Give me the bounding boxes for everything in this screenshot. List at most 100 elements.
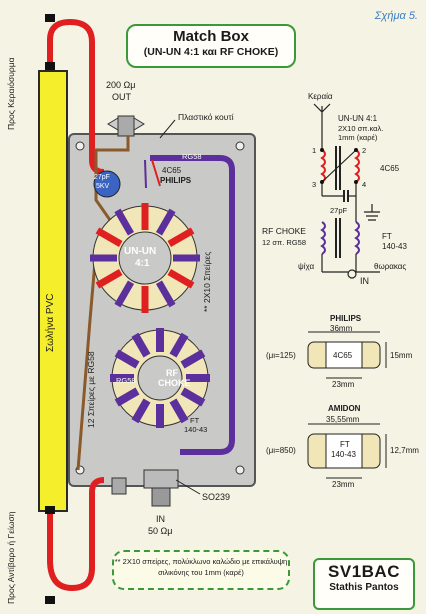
so239-pointer [175,479,201,495]
pvc-pipe [38,70,68,512]
turns-2x10-label: ** 2Χ10 Σπείρες [202,251,212,312]
signature-box: SV1BAC Stathis Pantos [313,558,415,610]
brown-wire [94,136,130,221]
unun-label: UN-UN [124,246,157,257]
amidon-od: 35,55mm [326,415,360,424]
schematic-choke-label: RF CHOKE [262,226,306,236]
so239-body [151,487,171,507]
choke-toroid-hole [137,355,183,401]
antenna-icon [313,103,331,122]
out-terminal [117,115,135,137]
schematic [313,103,380,279]
in-label: IN [156,514,165,524]
connector-icon [347,269,357,279]
capacitor-value-label: 27pF [94,174,110,181]
rf-choke-label-2: CHOKE [158,378,191,388]
wire-clamp-mid [45,62,55,70]
schematic-ft-value: 140-43 [382,242,407,251]
choke-winding [131,332,151,358]
choke-winding [131,398,151,424]
philips-title: PHILIPS [330,314,362,323]
page-subtitle: (UN-UN 4:1 και RF CHOKE) [143,46,279,58]
core-hole [325,341,363,369]
in-impedance-label: 50 Ωμ [148,526,173,536]
author-name: Stathis Pantos [329,582,399,593]
schematic-antenna-label: Κεραία [308,92,333,101]
out-impedance-label: 200 Ωμ [106,80,136,90]
unun-winding [95,227,123,248]
rf-choke-label-1: RF [166,368,178,378]
amidon-name-1: FT [340,440,350,449]
philips-mu: (μι=125) [266,351,296,360]
choke-winding [169,398,189,424]
figure-label: Σχήμα 5. [374,10,418,22]
schematic-shield-label: θωρακας [374,262,407,271]
philips-name: 4C65 [333,351,353,360]
schematic-core-label: 4C65 [380,164,400,173]
core-philips-label: PHILIPS [160,176,192,185]
lead-wire [151,159,161,187]
pin-dot [354,148,358,152]
core-4c65-label: 4C65 [162,166,182,175]
unun-winding [155,280,176,308]
out-label: OUT [112,92,131,102]
schematic-core-wire-label: ψίχα [298,262,315,271]
philips-od: 36mm [330,324,353,333]
winding-note: ** 2Χ10 σπείρες, πολύκλωνο καλώδιο με επ… [112,550,290,590]
ft-value-label: 140-43 [184,425,208,434]
coil-icon [320,221,326,255]
schematic-choke-turns: 12 σπ. RG58 [262,238,306,247]
unun-ratio-label: 4:1 [135,258,150,269]
choke-winding [180,387,206,407]
screw-icon [235,141,245,151]
choke-winding [169,332,189,358]
wing-nut-icon [107,117,145,131]
screw-icon [235,465,245,475]
wire-clamp-top [45,14,55,22]
ground-icon [364,211,380,221]
unun-toroid-hole [118,231,172,285]
philips-id: 23mm [332,380,355,389]
unun-winding [114,280,135,308]
schematic-line [321,149,357,183]
amidon-title: AMIDON [328,404,361,413]
pin-dot [320,180,324,184]
pin-3-label: 3 [312,180,317,189]
rg58-coax [150,155,235,455]
schematic-cap-label: 27pF [330,206,348,215]
unun-winding [167,268,195,289]
capacitor-icon [93,170,121,198]
pin-dot [320,148,324,152]
lead-wire [144,159,147,189]
schematic-unun-label: UN-UN 4:1 [338,114,378,123]
choke-winding [114,349,140,369]
plastic-box-pointer [159,119,176,139]
wire-clamp-low [45,506,55,514]
ground-wire [47,477,105,592]
coil-icon [354,221,360,255]
so239-connector [143,469,179,489]
schematic-winding-2: 1mm (καρέ) [338,133,378,142]
pin-2-label: 2 [362,146,367,155]
unun-winding [155,208,176,236]
choke-winding [180,349,206,369]
unun-winding [114,208,135,236]
turns-12-label: 12 Σπείρες με RG58 [86,351,96,428]
capacitor-voltage-label: 5KV [96,183,110,190]
coil-icon [320,149,326,183]
screw-icon [75,141,85,151]
unun-winding [167,227,195,248]
amidon-name-2: 140-43 [331,450,356,459]
plastic-box-label: Πλαστικό κουτί [178,112,234,122]
rg58-choke-label: RG58 [116,376,136,385]
amidon-height: 12,7mm [390,446,419,455]
schematic-winding-1: 2Χ10 σπ.καλ. [338,124,384,133]
pin-4-label: 4 [362,180,367,189]
wire-clamp-bottom [45,596,55,604]
philips-core-drawing [307,331,387,379]
brown-wire [76,249,98,471]
unun-winding [95,268,123,289]
schematic-ft-name: FT [382,232,392,241]
amidon-id: 23mm [332,480,355,489]
